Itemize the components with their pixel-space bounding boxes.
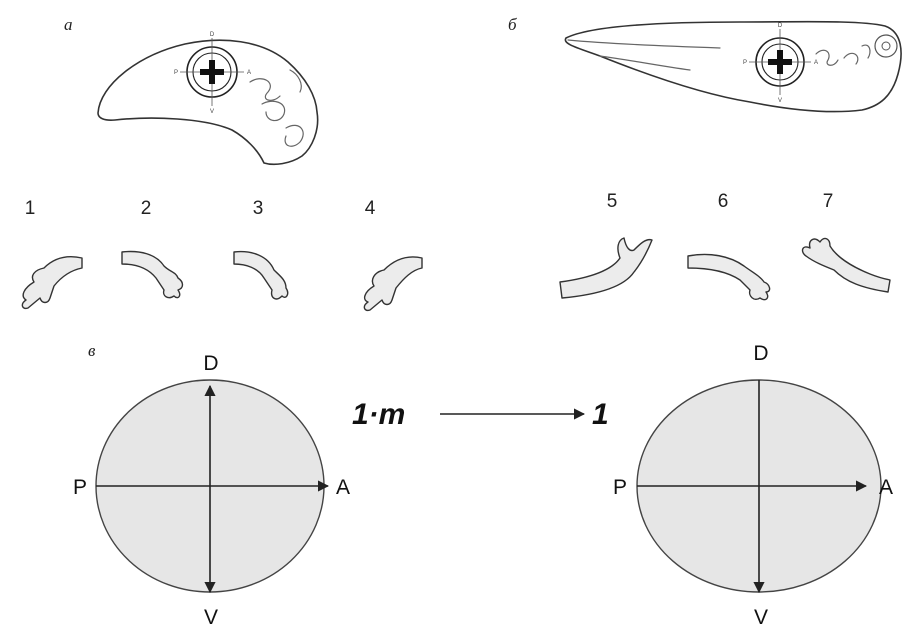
panel-label-b: б [508, 15, 517, 34]
limb-5 [560, 238, 652, 298]
panel-label-a: а [64, 15, 73, 34]
limb-6 [688, 254, 770, 299]
transform-target: 1 [592, 398, 609, 431]
limb-2 [122, 252, 183, 298]
limb-7 [803, 239, 890, 292]
graft-a-d: D [210, 32, 215, 38]
limb-4 [364, 257, 422, 310]
axis-left-v: V [204, 606, 218, 626]
graft-b-a: A [814, 60, 818, 66]
graft-a-v: V [210, 109, 214, 115]
limb-number-6: 6 [718, 191, 729, 212]
axis-right-a: A [879, 476, 893, 499]
limb-number-5: 5 [607, 191, 618, 212]
axis-right-d: D [753, 342, 768, 365]
axis-right-p: P [613, 476, 627, 499]
limb-3 [234, 252, 288, 299]
limb-number-4: 4 [365, 198, 376, 219]
panel-label-v: в [88, 341, 96, 360]
limb-number-3: 3 [253, 198, 264, 219]
graft-b-p: P [743, 60, 747, 66]
limb-1 [22, 257, 82, 309]
graft-b-d: D [778, 23, 783, 29]
graft-b-v: V [778, 98, 782, 104]
larva-b [565, 22, 901, 112]
axis-disc-right [637, 380, 881, 592]
axis-left-p: P [73, 476, 87, 499]
axis-left-d: D [203, 352, 218, 375]
limb-number-2: 2 [141, 198, 152, 219]
axis-disc-left [96, 380, 328, 592]
axis-left-a: A [336, 476, 350, 499]
graft-a-p: P [174, 70, 178, 76]
limb-number-1: 1 [25, 198, 36, 219]
limb-number-7: 7 [823, 191, 834, 212]
transform-source: 1·m [352, 398, 405, 431]
axis-right-v: V [754, 606, 768, 626]
graft-a-a: A [247, 70, 251, 76]
